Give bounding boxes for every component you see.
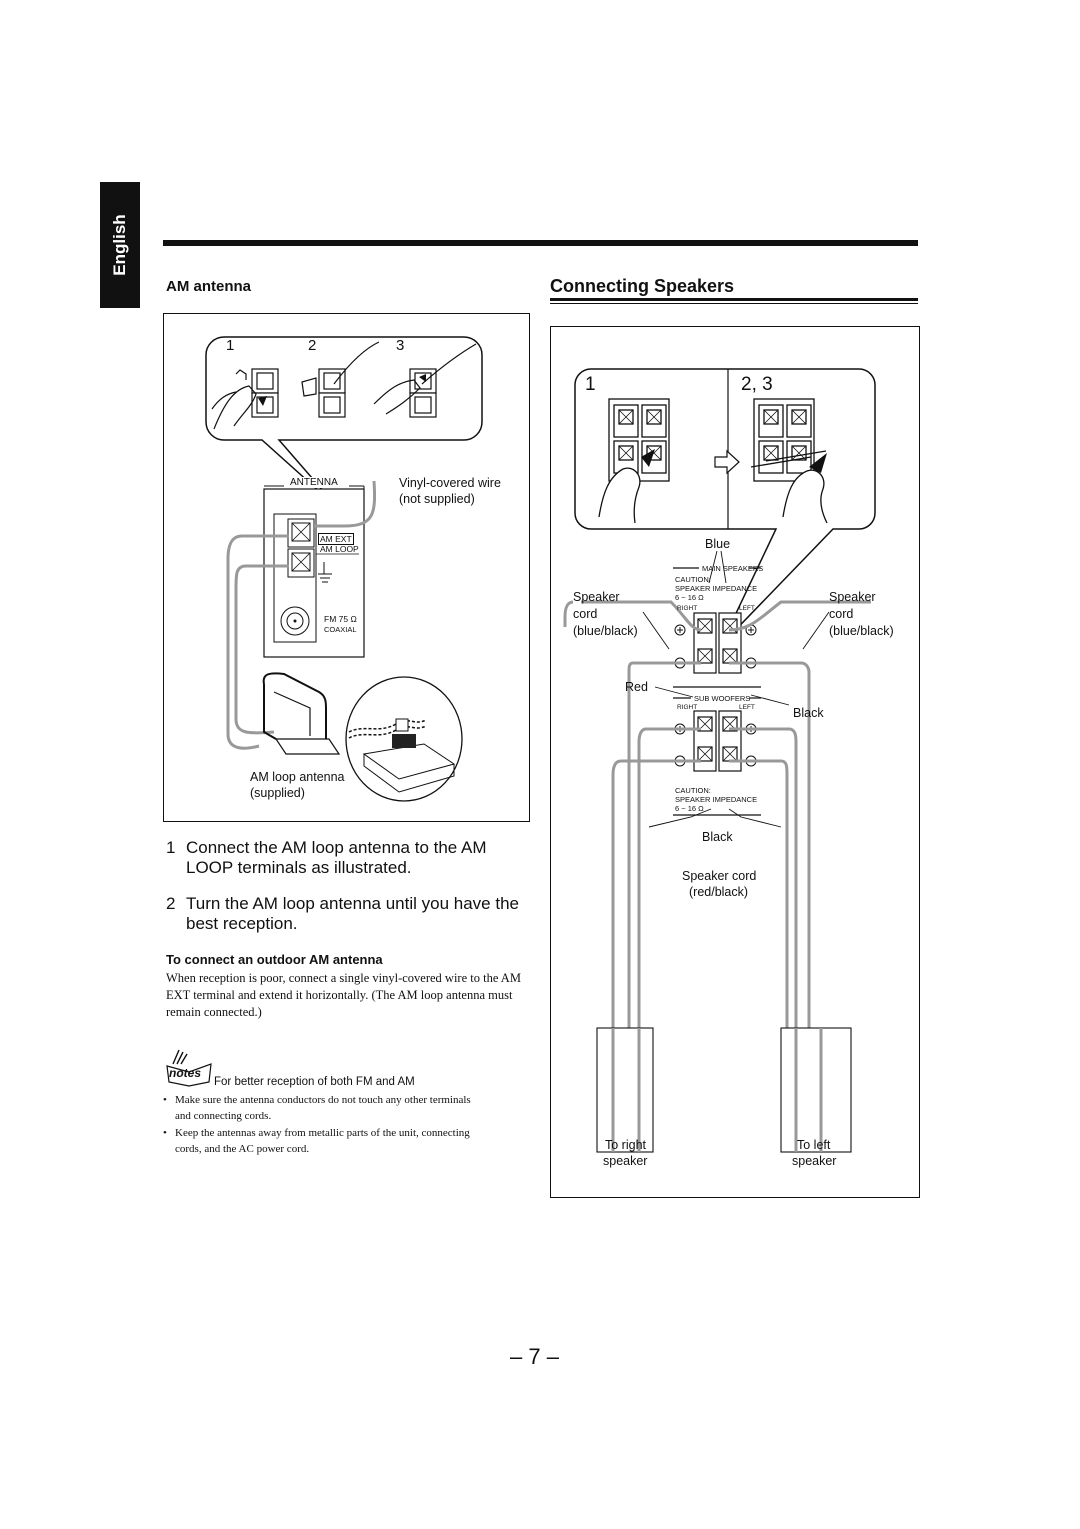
left-cord-label-2: cord xyxy=(573,607,598,621)
speaker-step-1: 1 xyxy=(585,374,596,395)
caution-label-2: CAUTION: xyxy=(675,786,711,795)
left-cord-label-1: Speaker xyxy=(573,590,620,604)
right-cord-label-3: (blue/black) xyxy=(829,624,894,638)
outdoor-antenna-heading: To connect an outdoor AM antenna xyxy=(166,952,383,967)
notes-heading: For better reception of both FM and AM xyxy=(214,1076,415,1088)
antenna-label: ANTENNA xyxy=(288,477,340,488)
title-rule-thin xyxy=(550,303,918,304)
am-ext-label: AM EXT xyxy=(318,533,354,545)
language-tab-label: English xyxy=(110,214,129,276)
am-step-2: 2 xyxy=(308,337,317,354)
language-tab: English xyxy=(100,182,140,308)
speaker-connection-figure: 1 2, 3 Blue MAIN SPEAKERS CAUTION: SPEAK… xyxy=(550,326,920,1198)
to-left-label-2: speaker xyxy=(792,1154,837,1168)
cord-bottom-label-1: Speaker cord xyxy=(682,869,757,883)
to-right-label-2: speaker xyxy=(603,1154,648,1168)
black-label-right: Black xyxy=(793,706,824,720)
notes-icon: notes xyxy=(165,1046,213,1087)
blue-label: Blue xyxy=(705,537,731,551)
left-cord-label-3: (blue/black) xyxy=(573,624,638,638)
left-label: LEFT xyxy=(739,605,755,612)
coaxial-label: COAXIAL xyxy=(324,625,357,634)
step-item: 1 Connect the AM loop antenna to the AM … xyxy=(166,838,536,882)
cord-bottom-label-2: (red/black) xyxy=(689,885,749,899)
speaker-impedance-label-2: SPEAKER IMPEDANCE xyxy=(675,795,758,804)
impedance-value: 6 ~ 16 Ω xyxy=(675,593,704,602)
step-item: 2 Turn the AM loop antenna until you hav… xyxy=(166,894,536,938)
note-text: Make sure the antenna conductors do not … xyxy=(175,1094,471,1122)
main-speakers-label: MAIN SPEAKERS xyxy=(702,564,764,573)
not-supplied-label: (not supplied) xyxy=(399,492,475,506)
step-number: 1 xyxy=(166,838,176,857)
right-cord-label-2: cord xyxy=(829,607,854,621)
notes-icon-text: notes xyxy=(169,1066,202,1080)
am-loop-label: AM LOOP xyxy=(320,544,359,554)
am-step-3: 3 xyxy=(396,337,405,354)
speaker-step-2-3: 2, 3 xyxy=(741,374,773,395)
supplied-label: (supplied) xyxy=(250,786,305,800)
am-loop-antenna-label: AM loop antenna xyxy=(250,770,345,784)
page-number: – 7 – xyxy=(510,1344,559,1369)
sub-right-label: RIGHT xyxy=(677,704,698,711)
vinyl-wire-label: Vinyl-covered wire xyxy=(399,476,501,490)
note-item: •Make sure the antenna conductors do not… xyxy=(163,1092,483,1124)
note-item: •Keep the antennas away from metallic pa… xyxy=(163,1125,483,1157)
am-antenna-title: AM antenna xyxy=(166,278,252,295)
right-label: RIGHT xyxy=(677,605,698,612)
note-text: Keep the antennas away from metallic par… xyxy=(175,1127,470,1155)
caution-label: CAUTION: xyxy=(675,575,711,584)
title-rule xyxy=(550,298,918,301)
red-label: Red xyxy=(625,680,648,694)
black-label-bottom: Black xyxy=(702,830,733,844)
step-text: Connect the AM loop antenna to the AM LO… xyxy=(186,838,487,877)
step-text: Turn the AM loop antenna until you have … xyxy=(186,894,519,933)
right-cord-label-1: Speaker xyxy=(829,590,876,604)
sub-woofers-label: SUB WOOFERS xyxy=(694,694,751,703)
am-antenna-figure: 1 2 3 ANTENNA Vinyl-covered wire (not su… xyxy=(163,313,530,822)
to-right-label-1: To right xyxy=(605,1138,646,1152)
fm-label: FM 75 Ω xyxy=(324,614,357,624)
speaker-wiring-drawing xyxy=(563,368,876,1153)
sub-left-label: LEFT xyxy=(739,704,755,711)
to-left-label-1: To left xyxy=(797,1138,831,1152)
outdoor-antenna-text: When reception is poor, connect a single… xyxy=(166,971,521,1019)
am-step-1: 1 xyxy=(226,337,235,354)
connecting-speakers-title: Connecting Speakers xyxy=(550,276,735,296)
header-rule xyxy=(163,240,918,246)
step-number: 2 xyxy=(166,894,176,913)
speaker-impedance-label: SPEAKER IMPEDANCE xyxy=(675,584,758,593)
impedance-value-2: 6 ~ 16 Ω xyxy=(675,804,704,813)
am-antenna-drawing xyxy=(205,336,483,802)
